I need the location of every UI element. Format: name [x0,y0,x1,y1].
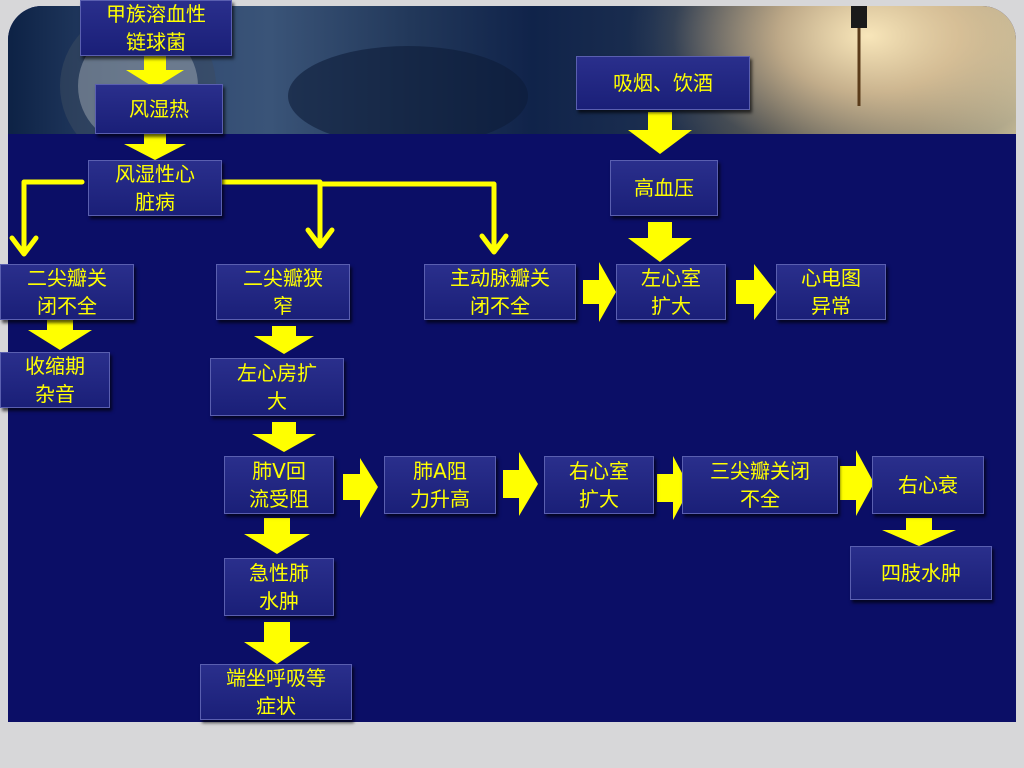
node-aortic-insufficiency: 主动脉瓣关 闭不全 [424,264,576,320]
arrow-lv-to-ecg [736,264,776,320]
node-right-heart-failure: 右心衰 [872,456,984,514]
node-acute-pulmonary-edema: 急性肺 水肿 [224,558,334,616]
node-pulm-venous-obstruction: 肺V回 流受阻 [224,456,334,514]
arrow-strep-to-rheumatic-fever [126,56,184,88]
arrow-rv-to-tricuspid [657,456,690,520]
node-mitral-stenosis: 二尖瓣狭 窄 [216,264,350,320]
node-pulm-arterial-resistance: 肺A阻 力升高 [384,456,496,514]
connector-rheumatic-to-aortic [317,181,497,253]
node-systolic-murmur: 收缩期 杂音 [0,352,110,408]
arrow-la-to-pulm-v [252,422,316,452]
node-mitral-insufficiency: 二尖瓣关 闭不全 [0,264,134,320]
connector-arrowhead-mid [305,227,335,249]
node-rheumatic-heart-disease: 风湿性心 脏病 [88,160,222,216]
node-rv-enlargement: 右心室 扩大 [544,456,654,514]
cuff-shape [288,46,528,134]
node-lv-enlargement: 左心室 扩大 [616,264,726,320]
arrow-rhf-to-limb-edema [882,518,956,546]
connector-rheumatic-to-mitral-stenosis [219,179,323,247]
arrow-rheumatic-fever-to-heart [124,134,186,160]
lamp-socket-shape [851,6,867,28]
arrow-hypertension-to-lv [628,222,692,262]
connector-arrowhead-right [479,233,509,255]
node-ecg-abnormal: 心电图 异常 [776,264,886,320]
arrow-mitral-stenosis-to-la [254,326,314,354]
connector-arrowhead-left [9,235,39,257]
arrow-acute-edema-to-orthopnea [244,622,310,664]
arrow-pulm-v-to-acute-edema [244,518,310,554]
arrow-tricuspid-to-rhf [840,450,874,516]
node-hypertension: 高血压 [610,160,718,216]
node-rheumatic-fever: 风湿热 [95,84,223,134]
node-tricuspid-insufficiency: 三尖瓣关闭 不全 [682,456,838,514]
node-limb-edema: 四肢水肿 [850,546,992,600]
arrow-pulm-v-to-pulm-a [343,458,378,518]
node-smoking-drinking: 吸烟、饮酒 [576,56,750,110]
node-streptococcus: 甲族溶血性 链球菌 [80,0,232,56]
arrow-pulm-a-to-rv [503,452,538,516]
node-la-enlargement: 左心房扩 大 [210,358,344,416]
arrow-smoking-to-hypertension [628,112,692,154]
slide-bottom-band [0,722,1024,768]
arrow-mitral-insufficiency-to-murmur [28,320,92,350]
node-orthopnea-symptoms: 端坐呼吸等 症状 [200,664,352,720]
arrow-aortic-to-lv [583,262,616,322]
connector-rheumatic-to-mitral-insufficiency [21,179,85,255]
